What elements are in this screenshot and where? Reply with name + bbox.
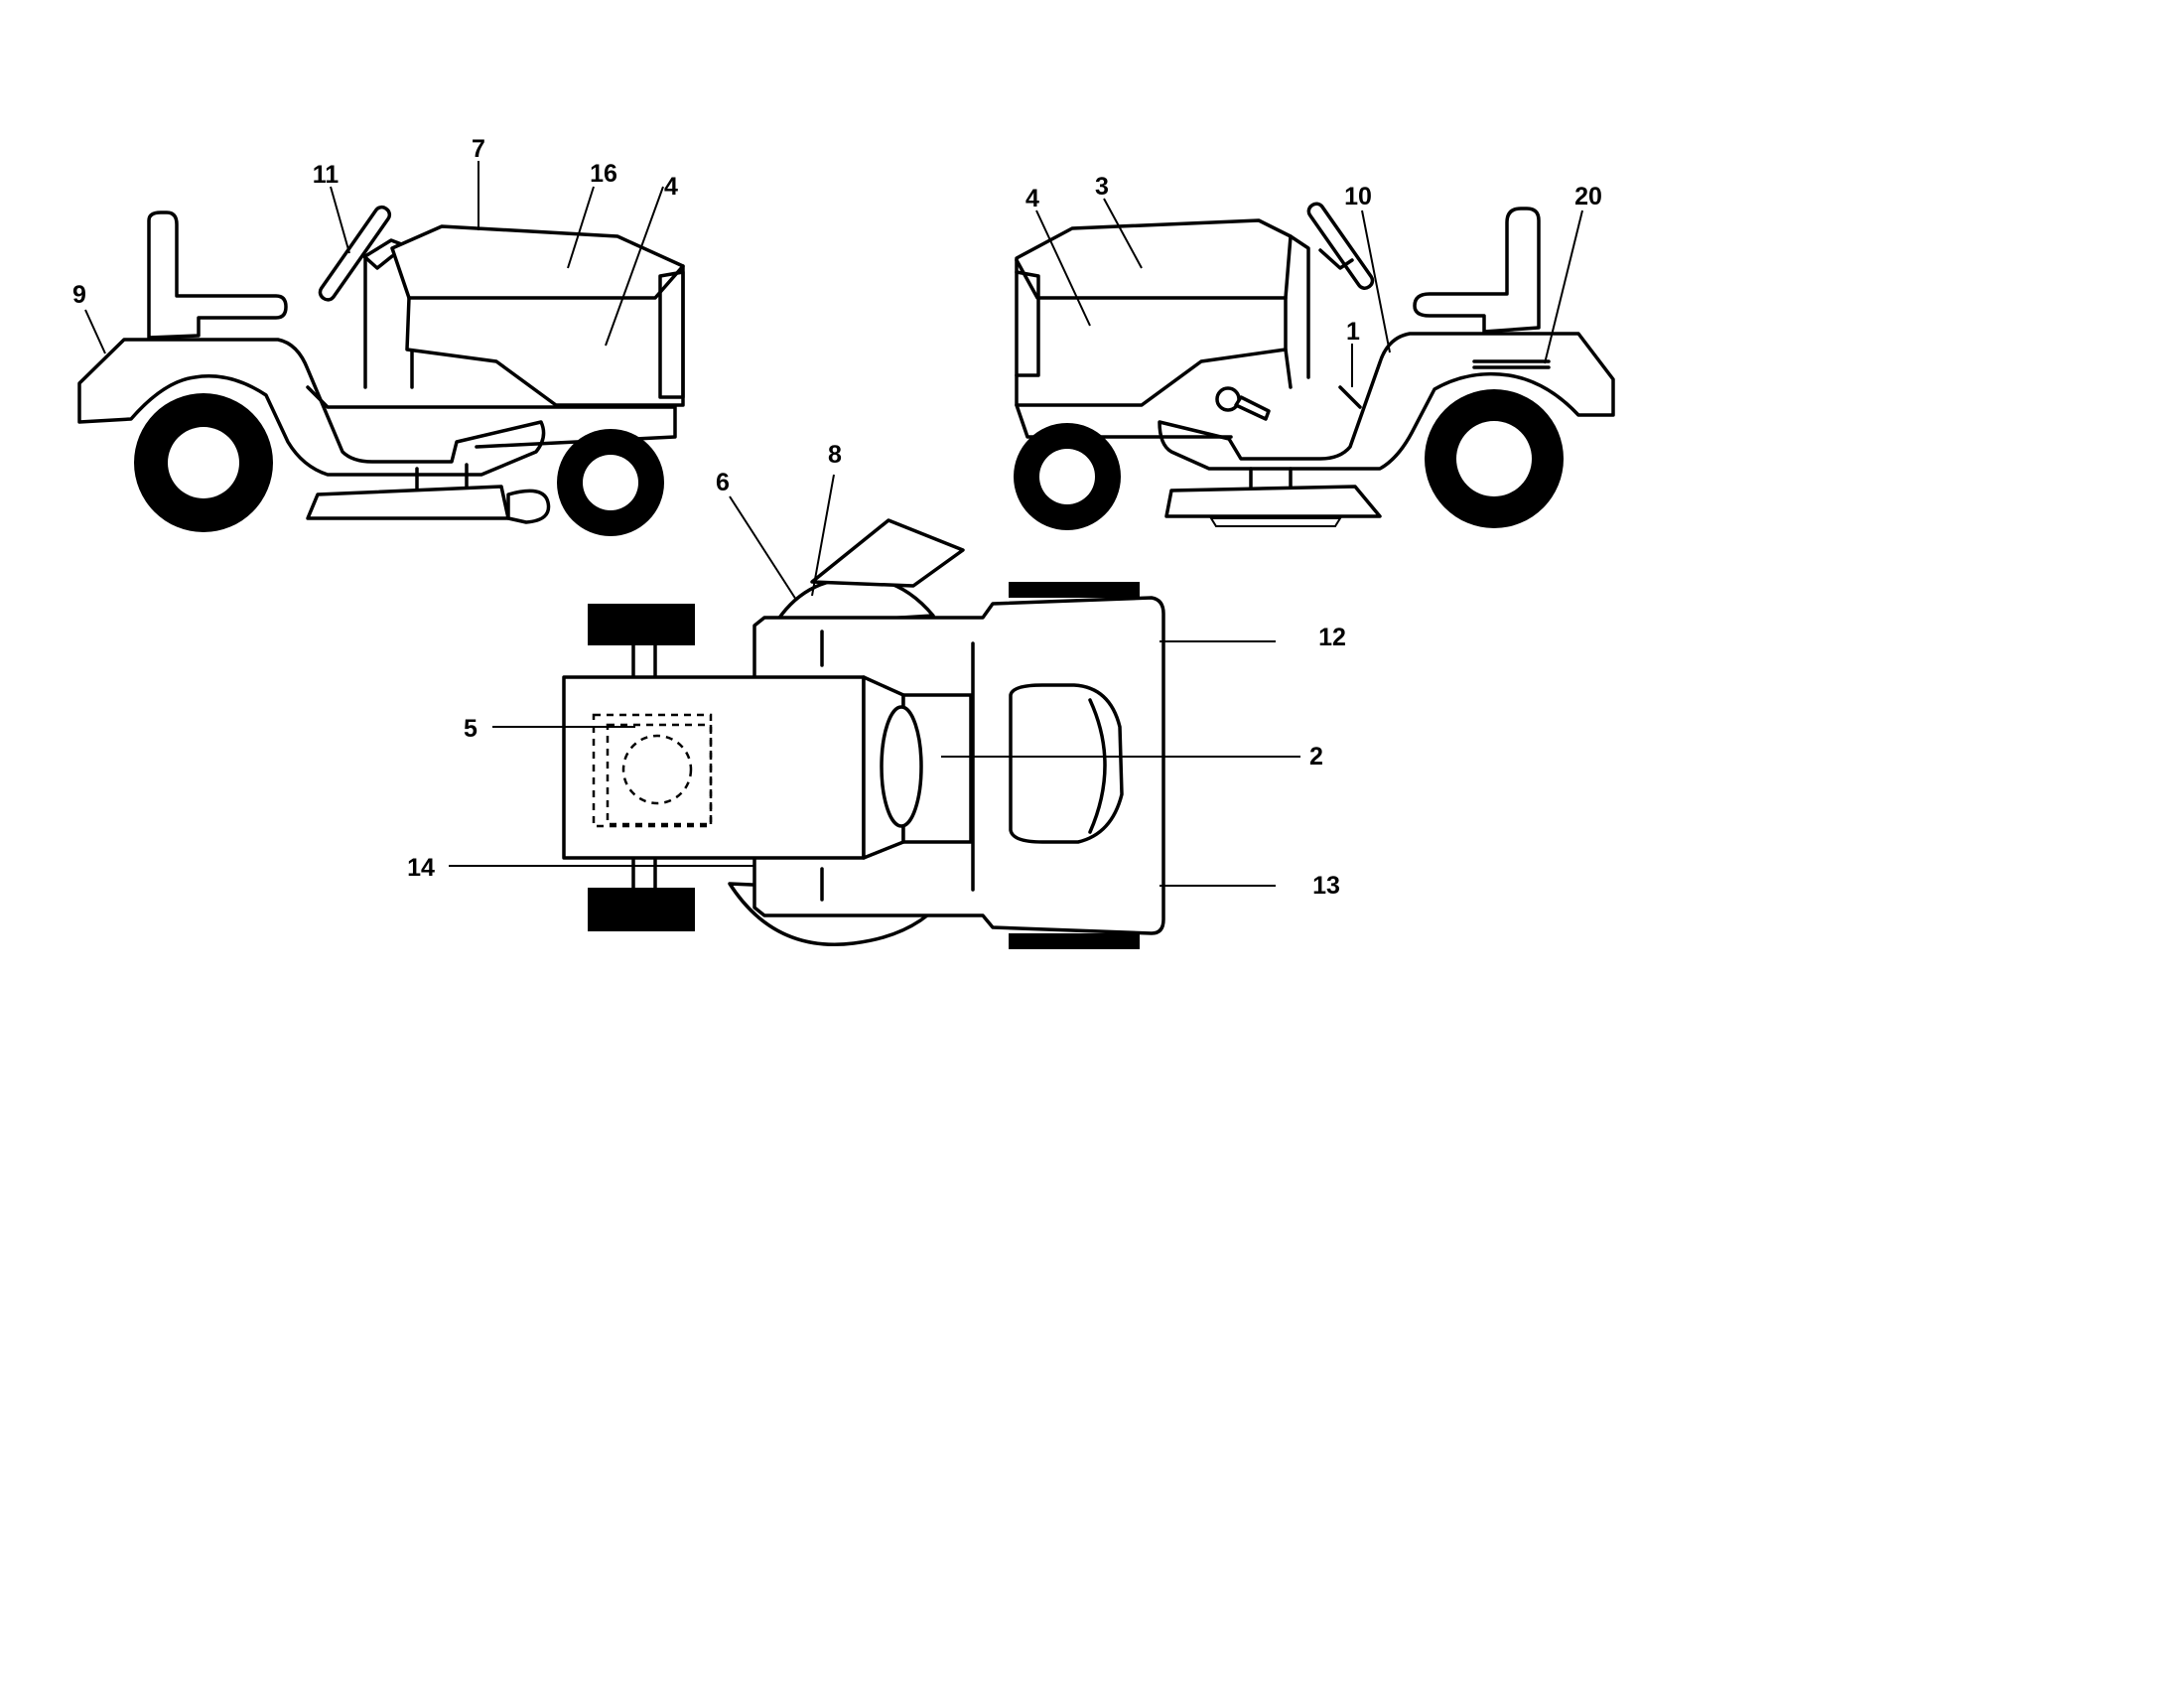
callout-4-left: 4 bbox=[664, 173, 678, 201]
engine-flywheel bbox=[621, 734, 693, 805]
rear-tire-upper bbox=[1009, 582, 1140, 598]
discharge-chute bbox=[506, 489, 551, 524]
callout-13: 13 bbox=[1312, 872, 1340, 900]
shift-lever bbox=[1234, 395, 1271, 421]
tractor-right-side-view bbox=[1014, 202, 1615, 530]
callout-16: 16 bbox=[590, 160, 617, 188]
callout-6: 6 bbox=[716, 469, 730, 496]
deck-underside bbox=[1209, 517, 1342, 527]
callout-10: 10 bbox=[1344, 183, 1372, 210]
leader-11 bbox=[330, 186, 350, 254]
callout-2: 2 bbox=[1309, 743, 1323, 771]
deck-hanger bbox=[415, 463, 469, 491]
front-tire-lower bbox=[588, 888, 695, 931]
rear-fender bbox=[77, 338, 546, 477]
steering-column bbox=[1318, 248, 1354, 270]
seat bbox=[147, 210, 288, 340]
leader-9 bbox=[84, 309, 106, 354]
rear-wheel-hub bbox=[168, 427, 239, 498]
seat-top bbox=[1009, 683, 1124, 844]
front-wheel-hub bbox=[1039, 449, 1095, 504]
hood-top bbox=[562, 675, 866, 860]
rear-wheel-hub bbox=[1456, 421, 1532, 496]
hood bbox=[390, 224, 685, 407]
hood-crease bbox=[407, 264, 685, 300]
callout-11: 11 bbox=[313, 161, 340, 189]
rear-tire-lower bbox=[1009, 933, 1140, 949]
leader-4-left bbox=[605, 186, 664, 347]
mower-deck bbox=[1164, 485, 1382, 518]
discharge-chute bbox=[810, 518, 965, 588]
callout-1: 1 bbox=[1346, 318, 1360, 346]
grille bbox=[1015, 270, 1040, 377]
callout-labels: 9 11 7 16 4 4 3 10 1 20 6 8 5 2 12 13 14 bbox=[72, 135, 1602, 900]
grille bbox=[658, 270, 685, 399]
leader-10 bbox=[1361, 210, 1391, 353]
callout-14: 14 bbox=[407, 854, 435, 882]
callout-9: 9 bbox=[72, 281, 86, 309]
seat bbox=[1413, 207, 1541, 334]
callout-20: 20 bbox=[1574, 183, 1602, 210]
leader-8 bbox=[811, 474, 835, 597]
frame bbox=[1015, 385, 1362, 439]
leader-lines bbox=[84, 161, 1583, 887]
leader-3 bbox=[1103, 198, 1143, 269]
seat-back-top bbox=[1088, 698, 1107, 834]
deck-hanger bbox=[1249, 467, 1293, 489]
front-wheel-hub bbox=[583, 455, 638, 510]
dash-panel bbox=[1284, 234, 1310, 389]
callout-4-right: 4 bbox=[1025, 185, 1039, 212]
hood bbox=[1015, 218, 1293, 407]
steering-wheel bbox=[1306, 202, 1375, 290]
front-axle bbox=[631, 643, 657, 890]
fender-detail bbox=[1472, 359, 1551, 369]
leader-20 bbox=[1544, 210, 1583, 364]
leader-4-right bbox=[1035, 210, 1091, 327]
callout-8: 8 bbox=[828, 441, 842, 469]
leader-16 bbox=[567, 186, 595, 269]
engine-outline-inner bbox=[606, 723, 713, 826]
front-tire-upper bbox=[588, 604, 695, 645]
tractor-top-view bbox=[562, 518, 1165, 949]
callout-5: 5 bbox=[464, 715, 478, 743]
steering-wheel-top bbox=[880, 705, 923, 828]
mower-deck bbox=[306, 485, 510, 520]
tractor-left-side-view bbox=[77, 205, 685, 536]
steering-wheel bbox=[318, 205, 392, 302]
leader-6 bbox=[729, 495, 797, 601]
callout-3: 3 bbox=[1095, 173, 1109, 201]
callout-7: 7 bbox=[472, 135, 485, 163]
callout-12: 12 bbox=[1318, 624, 1346, 651]
